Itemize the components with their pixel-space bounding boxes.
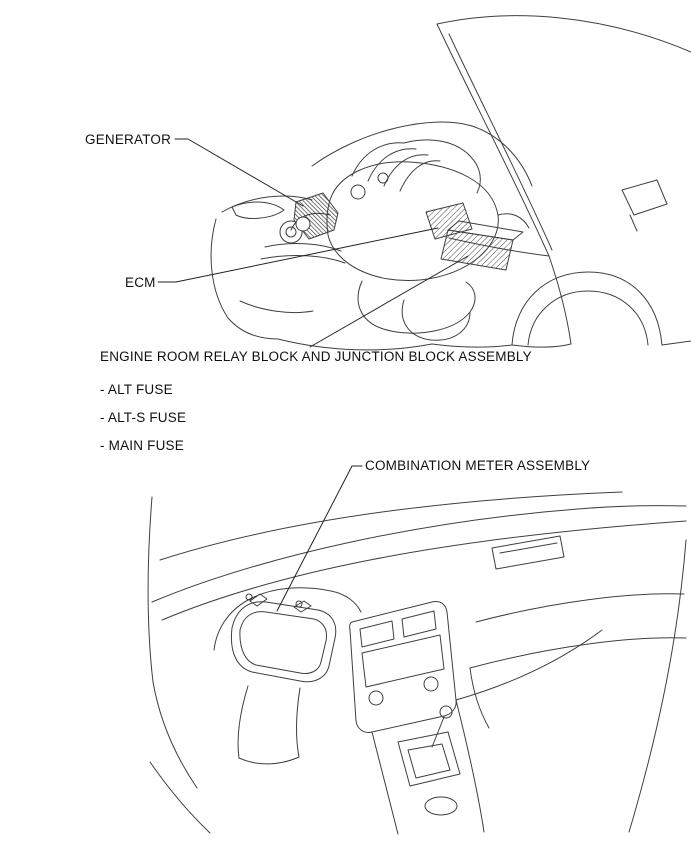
label-relay-block: ENGINE ROOM RELAY BLOCK AND JUNCTION BLO…	[100, 349, 532, 364]
generator-component	[293, 192, 339, 240]
label-ecm: ECM	[125, 275, 156, 290]
combination-meter-leader-line	[276, 465, 363, 612]
relay-block-leader-line	[309, 255, 469, 348]
instrument-panel-illustration	[147, 491, 687, 835]
ecm-leader-line	[157, 227, 439, 283]
generator-leader-line	[174, 138, 304, 207]
label-alt-fuse: - ALT FUSE	[100, 382, 173, 397]
leader-lines	[157, 138, 469, 612]
label-combination-meter: COMBINATION METER ASSEMBLY	[365, 458, 591, 473]
engine-compartment-illustration	[210, 15, 691, 351]
label-main-fuse: - MAIN FUSE	[100, 438, 184, 453]
label-alt-s-fuse: - ALT-S FUSE	[100, 410, 187, 425]
label-generator: GENERATOR	[85, 132, 172, 147]
relay-block-component	[440, 220, 524, 271]
ecm-component	[425, 202, 473, 240]
combination-meter-component	[230, 593, 337, 683]
